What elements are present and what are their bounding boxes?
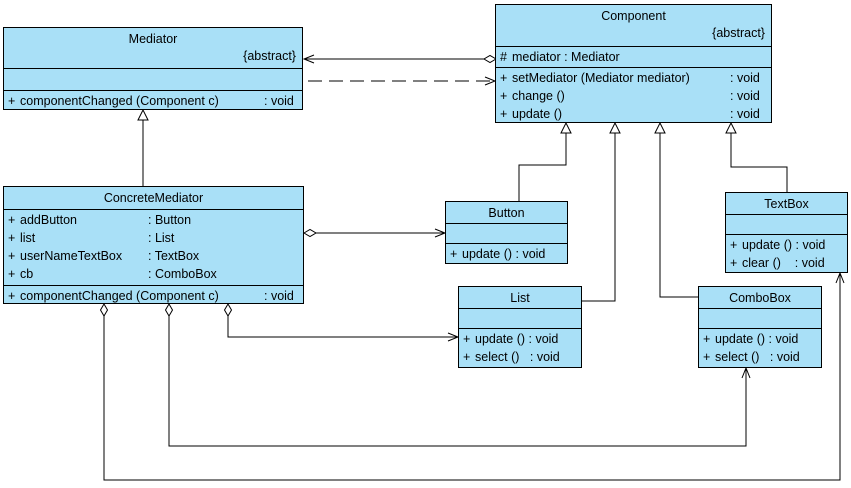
operation-type: : void — [264, 94, 294, 108]
operation-type: : void — [730, 71, 760, 85]
attribute-name: addButton — [20, 213, 77, 227]
attribute-row: + list : List — [4, 229, 303, 247]
class-concretemediator[interactable]: ConcreteMediator + addButton : Button + … — [3, 186, 304, 304]
attributes-section — [699, 308, 821, 328]
operation-row: + componentChanged (Component c) : void — [4, 287, 303, 305]
attributes-section — [459, 308, 581, 328]
generalization-combobox-component — [660, 123, 698, 298]
class-button[interactable]: Button + update () : void — [445, 201, 568, 264]
attribute-name: mediator : Mediator — [512, 50, 620, 64]
operation-name: update () : void — [742, 238, 826, 252]
class-name: Component — [601, 9, 666, 23]
class-mediator[interactable]: Mediator {abstract} + componentChanged (… — [3, 27, 303, 110]
class-list[interactable]: List + update () : void + select () : vo… — [458, 286, 582, 368]
visibility-marker: + — [8, 289, 16, 303]
operation-name: clear () : void — [742, 256, 825, 270]
visibility-marker: + — [703, 332, 711, 346]
operations-section: + update () : void + select () : void — [699, 328, 821, 366]
visibility-marker: + — [8, 249, 16, 263]
operation-name: update () : void — [462, 247, 546, 261]
attribute-name: cb — [20, 267, 34, 281]
operation-row: + setMediator (Mediator mediator) : void — [496, 69, 771, 87]
operation-name: select () : void — [475, 350, 560, 364]
operation-row: + update () : void — [726, 236, 847, 254]
stereotype-label: {abstract} — [243, 49, 296, 63]
operations-section: + setMediator (Mediator mediator) : void… — [496, 67, 771, 123]
operation-row: + clear () : void — [726, 254, 847, 272]
operations-section: + componentChanged (Component c) : void — [4, 90, 302, 110]
operation-row: + update () : void — [496, 105, 771, 123]
attribute-type: : TextBox — [148, 249, 200, 263]
attribute-name: list — [20, 231, 36, 245]
operations-section: + update () : void + clear () : void — [726, 234, 847, 272]
attribute-name: userNameTextBox — [20, 249, 123, 263]
visibility-marker: + — [463, 332, 471, 346]
visibility-marker: + — [463, 350, 471, 364]
visibility-marker: + — [500, 107, 508, 121]
generalization-button-component — [518, 123, 566, 201]
class-component[interactable]: Component {abstract} # mediator : Mediat… — [495, 4, 772, 123]
operation-name: change () — [512, 89, 565, 103]
attribute-row: + addButton : Button — [4, 211, 303, 229]
class-name: TextBox — [764, 197, 809, 211]
operation-row: + select () : void — [459, 348, 581, 366]
operation-name: setMediator (Mediator mediator) — [512, 71, 690, 85]
attribute-type: : ComboBox — [148, 267, 217, 281]
attribute-type: : Button — [148, 213, 192, 227]
visibility-marker: + — [450, 247, 458, 261]
association-concretemediator-list — [228, 304, 458, 337]
class-name: ConcreteMediator — [103, 191, 204, 205]
operation-row: + change () : void — [496, 87, 771, 105]
generalization-list-component — [582, 123, 615, 302]
operation-name: componentChanged (Component c) — [20, 289, 219, 303]
operation-row: + select () : void — [699, 348, 821, 366]
operation-name: update () : void — [475, 332, 559, 346]
attributes-section: + addButton : Button + list : List + use… — [4, 209, 303, 285]
operation-row: + update () : void — [446, 245, 567, 263]
visibility-marker: + — [730, 256, 738, 270]
attribute-row: + cb : ComboBox — [4, 265, 303, 283]
visibility-marker: + — [730, 238, 738, 252]
operation-name: update () — [512, 107, 563, 121]
visibility-marker: + — [703, 350, 711, 364]
association-concretemediator-combobox — [169, 304, 746, 447]
attributes-section — [446, 223, 567, 243]
operation-name: componentChanged (Component c) — [20, 94, 219, 108]
class-name: Mediator — [128, 32, 178, 46]
visibility-marker: + — [8, 231, 16, 245]
attributes-section — [726, 214, 847, 234]
visibility-marker: + — [500, 71, 508, 85]
operation-type: : void — [264, 289, 294, 303]
visibility-marker: + — [8, 94, 16, 108]
class-name: ComboBox — [729, 291, 791, 305]
class-textbox[interactable]: TextBox + update () : void + clear () : … — [725, 192, 848, 273]
generalization-textbox-component — [731, 123, 788, 192]
operation-name: update () : void — [715, 332, 799, 346]
operations-section: + update () : void — [446, 243, 567, 263]
operation-row: + update () : void — [699, 330, 821, 348]
stereotype-label: {abstract} — [712, 26, 765, 40]
attribute-type: : List — [148, 231, 175, 245]
operation-type: : void — [730, 89, 760, 103]
class-name: List — [510, 291, 530, 305]
visibility-marker: + — [8, 213, 16, 227]
attribute-row: + userNameTextBox : TextBox — [4, 247, 303, 265]
operation-type: : void — [730, 107, 760, 121]
attribute-row: # mediator : Mediator — [496, 48, 771, 66]
operation-row: + componentChanged (Component c) : void — [4, 92, 302, 110]
class-name: Button — [488, 206, 525, 220]
operation-name: select () : void — [715, 350, 800, 364]
operations-section: + componentChanged (Component c) : void — [4, 285, 303, 305]
operations-section: + update () : void + select () : void — [459, 328, 581, 366]
visibility-marker: # — [500, 50, 507, 64]
visibility-marker: + — [500, 89, 508, 103]
attributes-section — [4, 68, 302, 90]
class-combobox[interactable]: ComboBox + update () : void + select () … — [698, 286, 822, 368]
attributes-section: # mediator : Mediator — [496, 46, 771, 67]
operation-row: + update () : void — [459, 330, 581, 348]
association-concretemediator-textbox — [104, 273, 840, 481]
visibility-marker: + — [8, 267, 16, 281]
